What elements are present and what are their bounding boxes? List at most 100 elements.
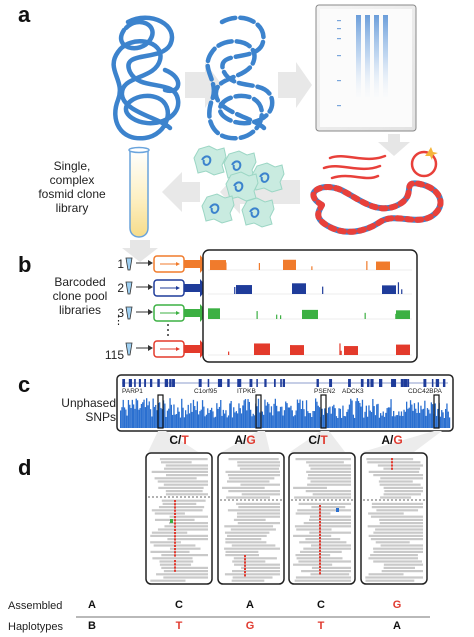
snp-density-bar (409, 400, 412, 428)
snp-density-bar (231, 417, 234, 428)
snp-variant-mark (174, 554, 176, 557)
snp-density-bar (337, 417, 339, 428)
snp-density-bar (131, 399, 133, 428)
snp-density-bar (360, 406, 362, 428)
sequencing-read (373, 531, 423, 534)
sequencing-read (383, 486, 423, 489)
sequencing-read (228, 490, 280, 493)
sequencing-read (228, 458, 279, 461)
sequencing-read (225, 541, 267, 544)
snp-density-bar (155, 404, 157, 428)
snp-density-bar (159, 402, 161, 428)
gene-exon (227, 379, 230, 387)
snp-density-bar (160, 407, 162, 428)
sequencing-read (157, 528, 208, 531)
snp-variant-mark (244, 558, 246, 561)
sequencing-read (163, 576, 208, 579)
snp-highlight (157, 394, 164, 429)
sequencing-read (310, 573, 350, 576)
snp-density-bar (207, 408, 209, 428)
snp-density-bar (218, 406, 221, 428)
snp-density-bar (281, 406, 283, 428)
sequencing-read (157, 480, 208, 483)
snp-density-bar (214, 416, 217, 428)
snp-density-bar (290, 405, 292, 428)
snp-density-bar (257, 398, 260, 428)
snp-density-bar (268, 403, 270, 428)
sequencing-read (151, 470, 208, 473)
assembled-allele: C (175, 599, 183, 611)
sequencing-read (367, 525, 423, 528)
sequencing-read (368, 573, 404, 576)
snp-variant-mark (319, 559, 321, 562)
sequencing-read (367, 461, 421, 464)
snp-density-bar (278, 411, 280, 428)
snp-variant-mark (319, 546, 321, 549)
snp-density-bar (416, 412, 418, 428)
sequencing-read (159, 458, 208, 461)
gene-exon (329, 379, 332, 387)
snp-variant-mark (174, 500, 176, 503)
assembled-allele: G (392, 599, 402, 611)
gene-exon (442, 379, 446, 387)
gene-label-psen2: PSEN2 (314, 388, 336, 395)
snp-density-bar (296, 399, 299, 428)
coverage-block (208, 308, 220, 319)
snp-density-bar (248, 401, 250, 428)
snp-variant-mark (319, 530, 321, 533)
coverage-spike (364, 312, 366, 319)
gene-exon (264, 379, 267, 387)
snp-density-bar (199, 411, 201, 428)
coverage-spike (290, 345, 292, 355)
coverage-block (290, 345, 304, 355)
sequencing-read (294, 525, 351, 528)
ligated-fosmid-dna (310, 180, 444, 235)
sequencing-read (150, 550, 190, 553)
sequencing-read (306, 461, 344, 464)
snp-variant-mark (391, 467, 393, 470)
sequencing-read (156, 573, 208, 576)
snp-density-bar (243, 400, 245, 428)
snp-density-bar (368, 405, 370, 428)
sequencing-read (310, 467, 351, 470)
sequencing-read (373, 550, 423, 553)
coverage-spike (254, 347, 256, 355)
snp-density-bar (404, 411, 406, 428)
gene-exon (172, 379, 175, 387)
sequencing-read (234, 563, 280, 566)
sequencing-read (383, 467, 421, 470)
coverage-spike (245, 290, 247, 294)
process-arrow (378, 134, 410, 156)
gene-label-c1orf95: C1orf95 (194, 388, 218, 395)
sequencing-read (222, 486, 265, 489)
snp-density-bar (151, 416, 153, 428)
snp-density-bar (273, 403, 275, 428)
assembled-allele: C (317, 599, 325, 611)
snp-density-bar (354, 417, 356, 428)
snp-density-bar (442, 412, 444, 428)
snp-density-bar (399, 415, 401, 428)
sequencing-read (309, 531, 351, 534)
snp-density-bar (190, 403, 192, 428)
sequencing-read (307, 483, 351, 486)
snp-density-bar (348, 404, 351, 428)
snp-variant-mark (319, 533, 321, 536)
sequencing-read (150, 541, 181, 544)
snp-variant-mark (319, 549, 321, 552)
panel-label-c: c (18, 372, 31, 397)
sequencing-read (161, 499, 206, 502)
read-error-mark (170, 519, 173, 523)
snp-density-bar (272, 415, 274, 428)
coverage-block (382, 285, 396, 294)
sequencing-read (377, 464, 423, 467)
pool-number-2: 2 (117, 281, 124, 295)
snp-density-bar (140, 403, 143, 428)
snp-density-bar (152, 398, 154, 428)
snp-density-bar (203, 406, 205, 428)
snp-density-bar (187, 404, 189, 428)
coverage-spike (258, 263, 260, 270)
snp-density-bar (376, 404, 378, 428)
snp-density-bar (343, 416, 345, 428)
sequencing-read (309, 515, 351, 518)
